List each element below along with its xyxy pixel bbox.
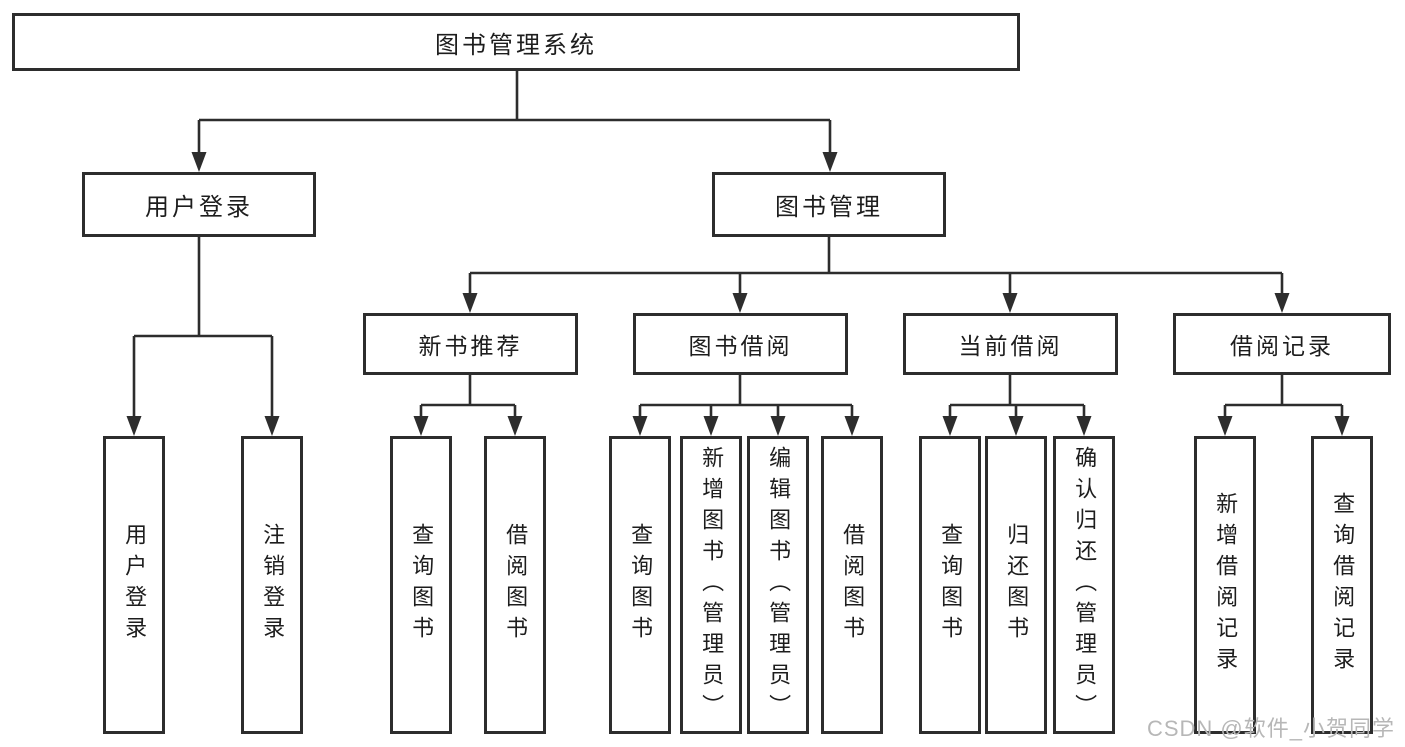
- leaf-label: 查询借阅记录: [1330, 492, 1356, 678]
- leaf-label: 新增图书（管理员）: [699, 445, 725, 725]
- leaf-edit-books-admin: 编辑图书（管理员）: [747, 436, 809, 734]
- leaf-label: 查询图书: [409, 523, 435, 647]
- node-library-management-system: 图书管理系统: [12, 13, 1020, 71]
- leaf-user-login: 用户登录: [103, 436, 165, 734]
- leaf-add-books-admin: 新增图书（管理员）: [680, 436, 742, 734]
- csdn-watermark: CSDN @软件_小贺同学: [1146, 716, 1395, 741]
- leaf-logout: 注销登录: [241, 436, 303, 734]
- leaf-borrow-books-recommend: 借阅图书: [484, 436, 546, 734]
- leaf-label: 新增借阅记录: [1213, 492, 1239, 678]
- leaf-label: 归还图书: [1004, 523, 1030, 647]
- leaf-label: 编辑图书（管理员）: [766, 445, 792, 725]
- leaf-return-books: 归还图书: [985, 436, 1047, 734]
- leaf-label: 查询图书: [628, 523, 654, 647]
- node-book-management: 图书管理: [712, 172, 946, 237]
- leaf-label: 确认归还（管理员）: [1072, 445, 1098, 725]
- arrowheads: [126, 152, 1350, 436]
- leaf-query-books-borrow: 查询图书: [609, 436, 671, 734]
- leaf-borrow-books: 借阅图书: [821, 436, 883, 734]
- leaf-query-borrow-record: 查询借阅记录: [1311, 436, 1373, 734]
- leaf-add-borrow-record: 新增借阅记录: [1194, 436, 1256, 734]
- node-borrow-records: 借阅记录: [1173, 313, 1391, 375]
- node-user-login: 用户登录: [82, 172, 316, 237]
- leaf-label: 借阅图书: [840, 523, 866, 647]
- leaf-label: 注销登录: [260, 523, 286, 647]
- leaf-label: 借阅图书: [503, 523, 529, 647]
- node-new-book-recommend: 新书推荐: [363, 313, 578, 375]
- leaf-query-books-current: 查询图书: [919, 436, 981, 734]
- node-current-borrow: 当前借阅: [903, 313, 1118, 375]
- leaf-label: 用户登录: [122, 523, 148, 647]
- leaf-confirm-return-admin: 确认归还（管理员）: [1053, 436, 1115, 734]
- leaf-label: 查询图书: [938, 523, 964, 647]
- leaf-query-books-recommend: 查询图书: [390, 436, 452, 734]
- node-book-borrow: 图书借阅: [633, 313, 848, 375]
